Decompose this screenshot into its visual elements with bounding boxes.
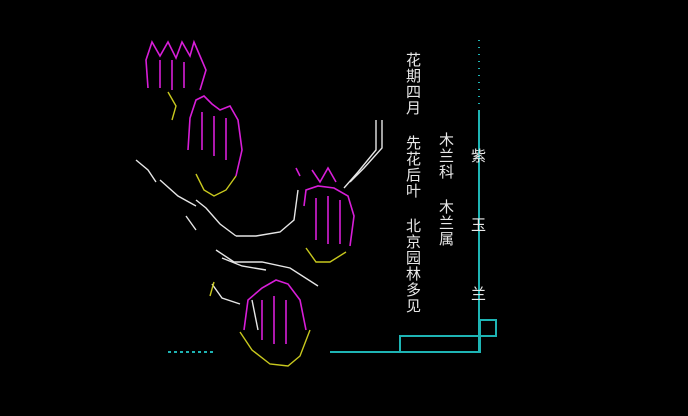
bud-bottom bbox=[243, 279, 307, 331]
branch-upper-right-inner bbox=[349, 120, 383, 183]
calyx-bottom bbox=[239, 329, 311, 367]
calyx-top bbox=[167, 91, 177, 121]
branch-bottom-left bbox=[211, 283, 241, 305]
bud-left-middle-stripes bbox=[201, 112, 227, 160]
bud-left-middle bbox=[187, 95, 243, 177]
calyx-strokes bbox=[167, 91, 347, 367]
bud-right-middle-stripes bbox=[315, 196, 341, 244]
branch-small-twig bbox=[185, 215, 197, 231]
branch-upper-right bbox=[343, 120, 377, 189]
bud-top-stripes bbox=[159, 60, 185, 90]
plant-name-title: 紫 玉 兰 bbox=[469, 148, 487, 319]
plant-family-line: 木兰科 木兰属 bbox=[437, 132, 455, 247]
calyx-right-middle bbox=[305, 247, 347, 263]
branch-left-twig bbox=[159, 179, 197, 207]
bud-top bbox=[145, 39, 207, 91]
branch-left-tip bbox=[135, 159, 157, 183]
flower-buds bbox=[145, 39, 355, 344]
branch-lower-inner bbox=[221, 257, 267, 271]
frame-corner-box bbox=[479, 319, 497, 337]
calyx-bottom-left bbox=[209, 281, 215, 297]
calyx-left-middle bbox=[195, 173, 237, 197]
bud-right-middle bbox=[295, 166, 355, 247]
branch-bottom-stem bbox=[251, 299, 259, 331]
flowering-note-line: 花期四月 先花后叶 北京园林多见 bbox=[404, 52, 422, 314]
branch-mid-left bbox=[195, 199, 237, 237]
frame-lines bbox=[168, 40, 497, 353]
bud-bottom-stripes bbox=[261, 296, 287, 344]
branch-lower bbox=[215, 249, 319, 287]
branch-middle bbox=[236, 189, 299, 237]
frame-seal-box bbox=[399, 335, 481, 353]
branch-strokes bbox=[135, 120, 383, 331]
